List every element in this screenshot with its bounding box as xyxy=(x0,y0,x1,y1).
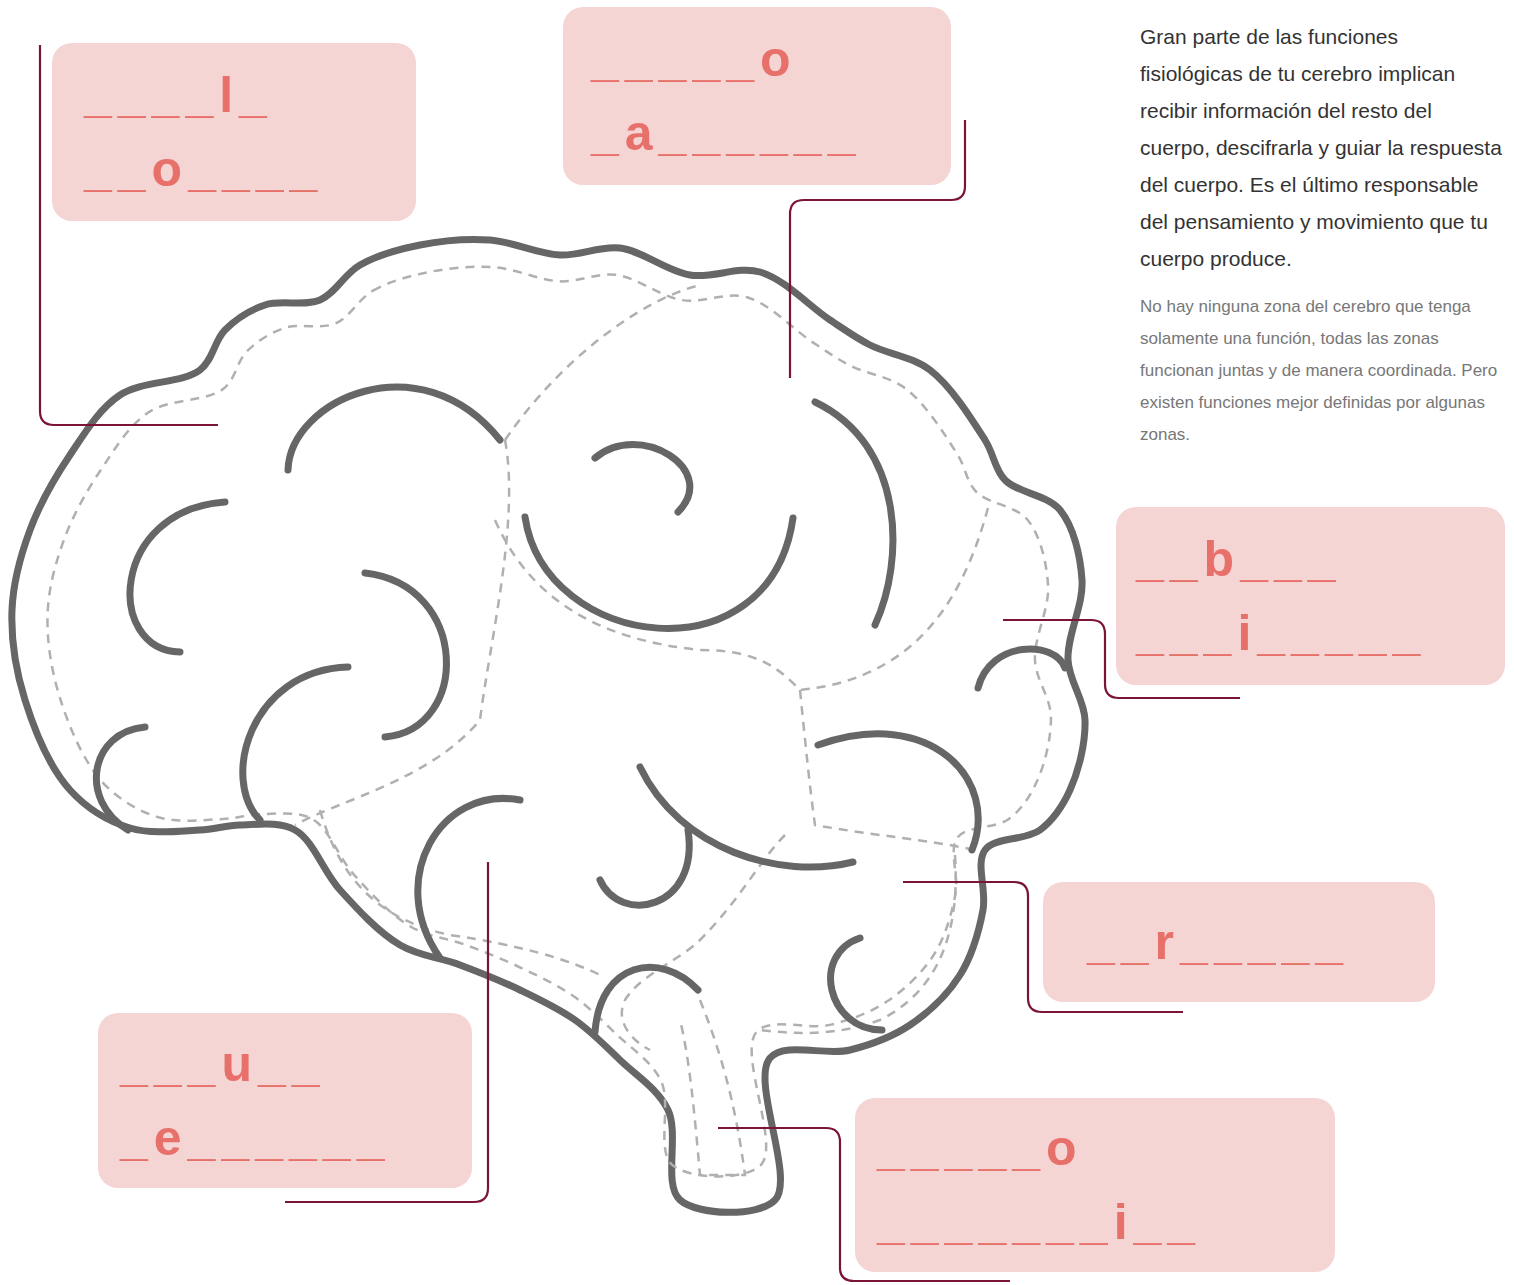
leader-lines xyxy=(40,45,1240,1281)
gyri xyxy=(96,387,1065,1032)
gyrus-line xyxy=(978,649,1065,688)
fill-in-blank: _____o _______i__ xyxy=(877,1111,1201,1259)
info-paragraph: Gran parte de las funciones fisiológicas… xyxy=(1140,18,1506,277)
gyrus-line xyxy=(288,387,500,470)
gyrus-line xyxy=(243,667,348,820)
lobe-boundary xyxy=(495,500,990,690)
fill-in-blank: __r_____ xyxy=(1087,905,1349,979)
gyrus-line xyxy=(418,798,520,958)
blank-label-box: __r_____ xyxy=(1043,882,1435,1002)
fill-in-blank: ____l_ __o____ xyxy=(84,58,323,206)
fill-in-blank: ___u__ _e______ xyxy=(120,1027,390,1175)
lobe-boundary xyxy=(622,835,785,1050)
blank-label-box: ___u__ _e______ xyxy=(98,1013,472,1188)
info-paragraph: No hay ninguna zona del cerebro que teng… xyxy=(1140,291,1506,451)
fill-in-blank: __b___ ___i_____ xyxy=(1136,522,1426,670)
gyrus-line xyxy=(130,502,225,652)
blank-label-box: __b___ ___i_____ xyxy=(1116,507,1505,685)
blank-label-box: _____o _a______ xyxy=(563,7,951,185)
gyrus-line xyxy=(365,573,446,737)
lobe-boundary xyxy=(295,440,509,825)
brain-outline-group xyxy=(12,239,1085,1212)
gyrus-line xyxy=(595,967,698,1032)
gyrus-line xyxy=(815,402,893,625)
gyrus-line xyxy=(600,830,689,905)
gyrus-line xyxy=(640,767,853,867)
lobe-boundary xyxy=(505,285,700,440)
lobe-boundary xyxy=(680,1000,745,1175)
fill-in-blank: _____o _a______ xyxy=(591,22,861,170)
lobe-boundary xyxy=(320,810,600,975)
brain-outline xyxy=(12,239,1085,1212)
gyrus-line xyxy=(525,517,793,628)
brain-inner-outline xyxy=(47,267,1050,1177)
gyrus-line xyxy=(96,727,145,830)
gyrus-line xyxy=(595,445,690,513)
gyrus-line xyxy=(831,938,882,1030)
gyrus-line xyxy=(818,734,978,850)
lobe-boundary xyxy=(800,690,975,850)
blank-label-box: ____l_ __o____ xyxy=(52,43,416,221)
blank-label-box: _____o _______i__ xyxy=(855,1098,1335,1272)
